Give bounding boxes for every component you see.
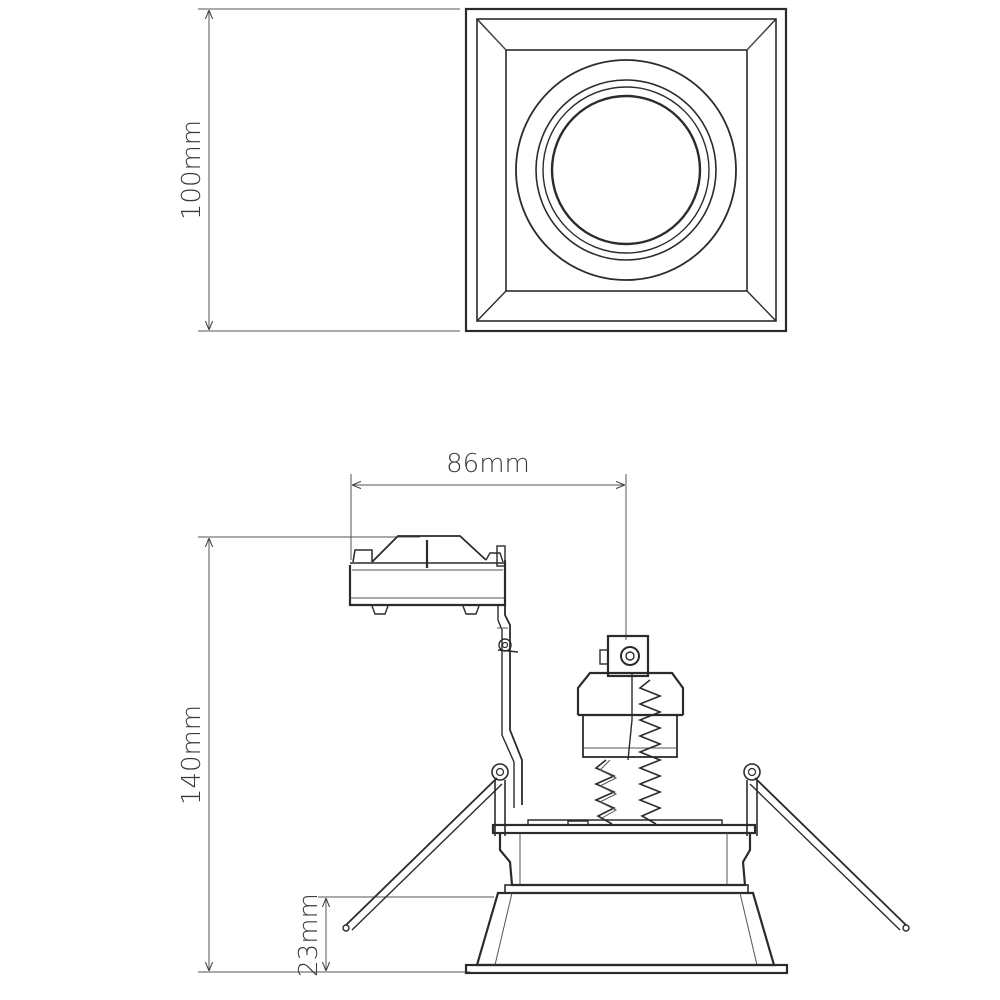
wire-springs <box>594 672 663 825</box>
dimension-overall-height: 140mm <box>177 536 470 973</box>
spring-clip-left <box>342 763 509 932</box>
fitting-body <box>464 819 789 975</box>
dimension-width: 86mm <box>350 449 627 640</box>
junction-box <box>348 535 507 615</box>
dimension-trim-depth: 23mm <box>294 893 494 977</box>
dimension-top-height: 100mm <box>177 8 460 332</box>
dimension-overall-height-label: 140mm <box>177 705 207 805</box>
dimension-width-label: 86mm <box>446 449 530 479</box>
mounting-bracket <box>497 560 523 808</box>
dimension-trim-depth-label: 23mm <box>294 893 324 977</box>
top-view <box>464 7 788 333</box>
lamp-holder <box>576 634 685 758</box>
dimension-top-height-label: 100mm <box>177 120 207 220</box>
spring-clip-right <box>743 763 910 932</box>
